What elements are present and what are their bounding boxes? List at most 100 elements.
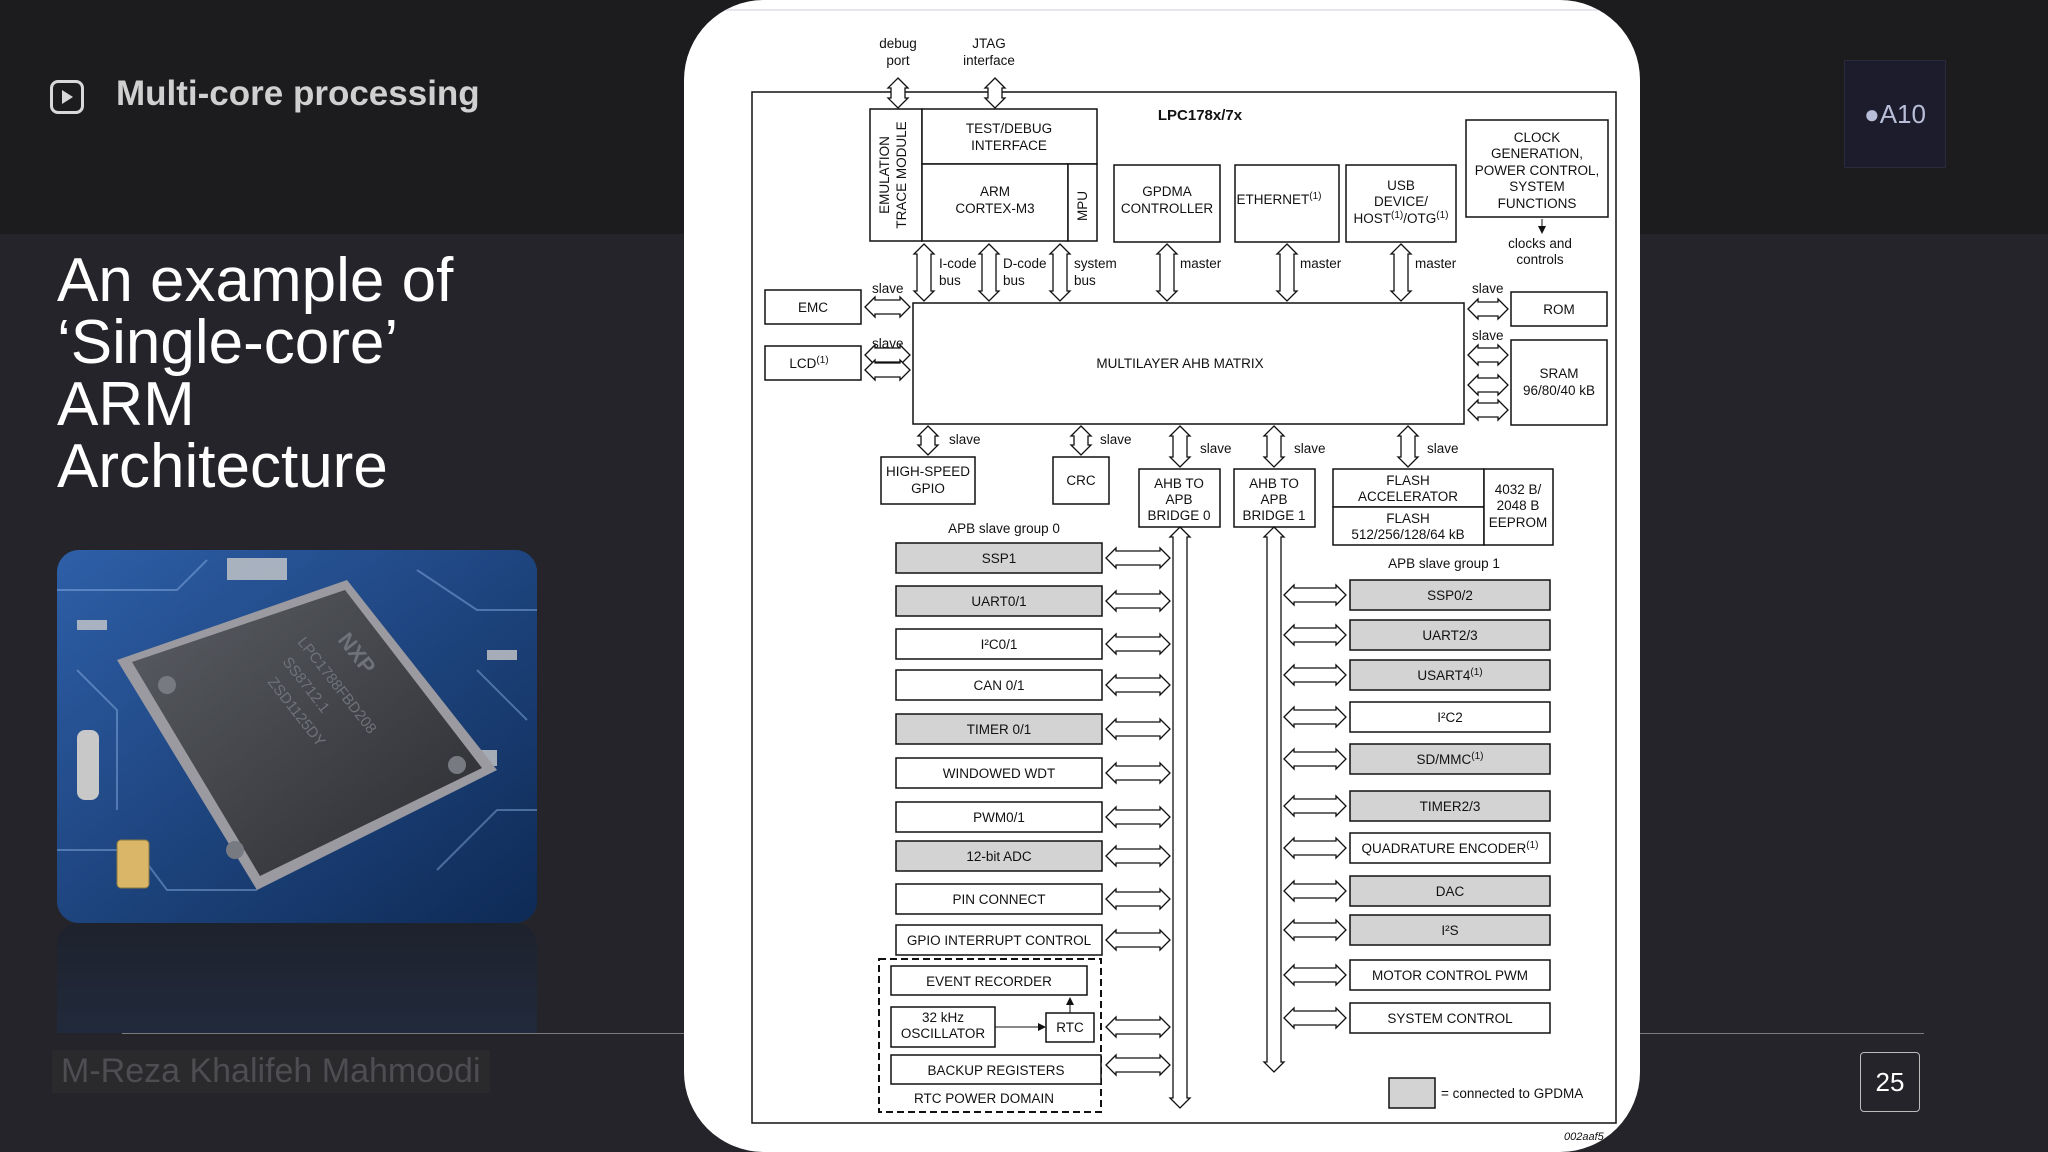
apb-peripheral-label: PIN CONNECT [952,892,1045,907]
apb-peripheral-label: QUADRATURE ENCODER(1) [1362,840,1539,856]
flash-label: FLASH [1386,511,1430,526]
bus-arrow [1467,373,1509,397]
chip-photo-reflection [57,923,537,1033]
bus-arrow [1283,963,1347,987]
apb-peripheral-label: I²C2 [1437,710,1463,725]
play-icon[interactable] [50,80,84,114]
a10-chip-logo: ● A10 [1844,60,1946,168]
slave-label: slave [1200,441,1232,456]
slave-label: slave [949,432,981,447]
bus-arrow [1283,583,1347,607]
apb-peripheral-label: PWM0/1 [973,810,1025,825]
crc-block [1052,456,1110,505]
slave-label: slave [1472,328,1504,343]
oscillator-label: OSCILLATOR [901,1026,986,1041]
mpu-label: MPU [1075,191,1090,221]
ethernet-block [1234,164,1340,243]
bus-arrow [1262,526,1286,1073]
slide-title-line: Architecture [57,432,388,501]
apb0-title: APB slave group 0 [948,521,1060,536]
flash-label: 512/256/128/64 kB [1351,527,1464,542]
jtag-label: interface [963,53,1015,68]
footer-divider [122,1033,684,1034]
apb-peripheral-label: SSP1 [982,551,1017,566]
bridge0-label: BRIDGE 0 [1147,508,1210,523]
apb1-peripheral [1349,1002,1551,1034]
apb-peripheral-label: DAC [1436,884,1465,899]
gpdma-label: CONTROLLER [1121,201,1214,216]
lcd-block [764,345,862,381]
a10-label: A10 [1879,98,1926,129]
oscillator-label: 32 kHz [922,1010,964,1025]
bus-arrow [1396,425,1420,468]
bus-arrow [1283,705,1347,729]
rom-label: ROM [1543,302,1575,317]
apb-peripheral-label: SD/MMC(1) [1417,751,1484,767]
slave-label: slave [872,336,904,351]
apb1-peripheral [1349,875,1551,907]
apb0-peripheral [895,669,1103,701]
gpdma-legend-label: = connected to GPDMA [1441,1086,1583,1101]
author-name: M-Reza Khalifeh Mahmoodi [52,1050,490,1093]
bus-arrow [1283,663,1347,687]
apb-peripheral-label: TIMER 0/1 [967,722,1032,737]
apb-peripheral-label: UART2/3 [1422,628,1477,643]
block-diagram: LPC178x/7x debug port JTAG interface EMU… [694,9,1630,1143]
dcode-label: bus [1003,273,1025,288]
debug-port-label: debug [879,36,917,51]
apb-peripheral-label: I²S [1441,923,1458,938]
apb-peripheral-label: TIMER2/3 [1420,799,1481,814]
apb0-peripheral [895,628,1103,660]
apb0-peripheral [895,757,1103,789]
bus-arrow [1467,398,1509,422]
page-number: 25 [1860,1052,1920,1112]
bus-arrow [1105,761,1171,785]
rom-block [1510,291,1608,327]
usb-label: USB [1387,178,1415,193]
apb1-peripheral [1349,790,1551,822]
bridge0-block [1138,468,1221,528]
etm-block [869,108,923,242]
sysbus-label: bus [1074,273,1096,288]
bus-arrow [977,243,1001,302]
etm-label: EMULATION [877,136,892,214]
bus-arrow [1262,425,1286,468]
bus-arrow [916,425,940,456]
master-label: master [1415,256,1457,271]
bridge1-label: BRIDGE 1 [1242,508,1305,523]
bus-arrow [1283,836,1347,860]
event-recorder-block [890,965,1088,996]
apb-peripheral-label: 12-bit ADC [966,849,1032,864]
bus-arrow [912,243,936,302]
apb0-peripheral [895,883,1103,915]
flash-acc-label: ACCELERATOR [1358,489,1458,504]
etm-label: TRACE MODULE [894,121,909,228]
apb-peripheral-label: CAN 0/1 [973,678,1024,693]
hs-gpio-label: HIGH-SPEED [886,464,970,479]
slide-title-line: An example of [57,246,454,315]
bus-arrow [1069,425,1093,456]
slide-title: An example of ‘Single-core’ ARM Architec… [57,250,577,498]
bus-arrow [1389,243,1413,302]
bus-arrow [1105,673,1171,697]
oscillator-block [890,1006,996,1048]
flash-acc-label: FLASH [1386,473,1430,488]
apb-peripheral-label: MOTOR CONTROL PWM [1372,968,1528,983]
emc-block [764,289,862,325]
bus-arrow [1105,1053,1171,1077]
chip-name: LPC178x/7x [1158,107,1243,124]
master-label: master [1180,256,1222,271]
bus-arrow [1105,589,1171,613]
rtc-domain-label: RTC POWER DOMAIN [914,1091,1054,1106]
apb-peripheral-label: WINDOWED WDT [943,766,1055,781]
clock-block [1465,119,1609,218]
bus-arrow [1105,844,1171,868]
rtc-label: RTC [1056,1020,1084,1035]
section-title: Multi-core processing [116,74,480,113]
clocks-controls-label: controls [1516,252,1564,267]
arm-core-label: ARM [980,184,1010,199]
slave-label: slave [1294,441,1326,456]
slave-label: slave [1100,432,1132,447]
backup-registers-block [890,1054,1102,1085]
bus-arrow [1275,243,1299,302]
